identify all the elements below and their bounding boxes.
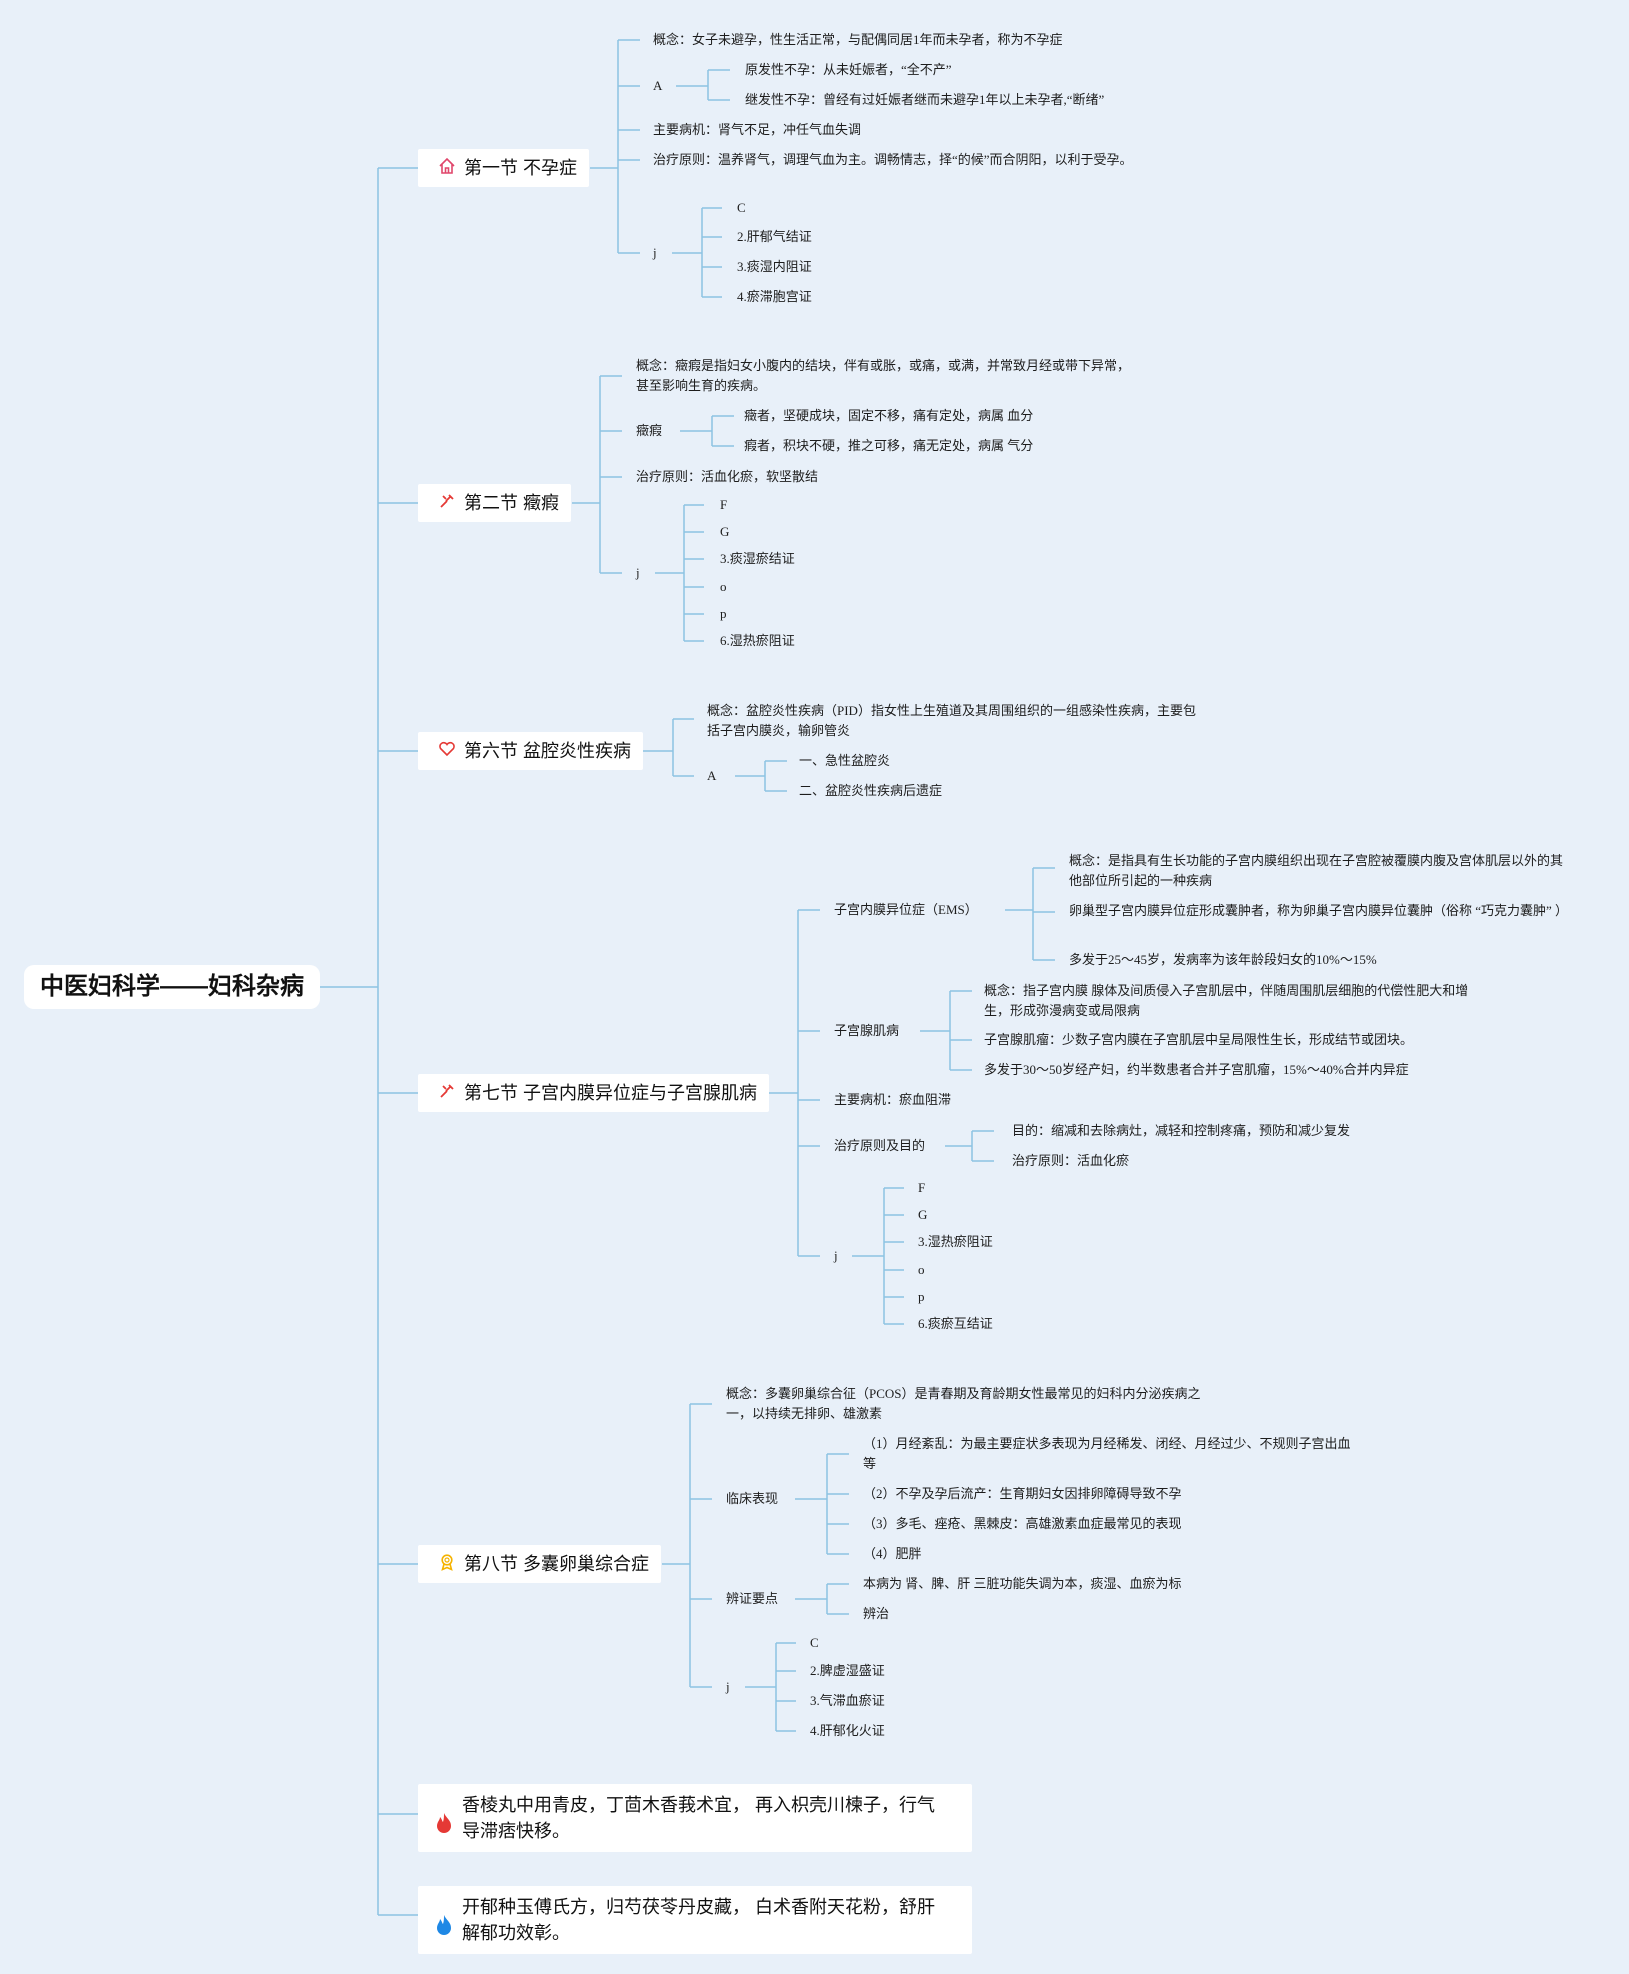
section-pcos[interactable]: 第八节 多囊卵巢综合症 [418,1545,661,1583]
topic-c3[interactable]: （3）多毛、痤疮、黑棘皮：高雄激素血症最常见的表现 [863,1516,1182,1531]
topic-j2[interactable]: G [720,524,730,539]
topic-concept[interactable]: 概念：女子未避孕，性生活正常，与配偶同居1年而未孕者，称为不孕症 [653,32,1063,47]
topic-ems[interactable]: 子宫内膜异位症（EMS） [834,902,978,917]
topic-mechanism[interactable]: 主要病机：瘀血阻滞 [834,1092,952,1107]
section-title: 第七节 子宫内膜异位症与子宫腺肌病 [464,1083,757,1103]
topic-treatment[interactable]: 治疗原则：活血化瘀，软坚散结 [636,469,819,484]
topic-j[interactable]: j [653,245,657,260]
topic-j3[interactable]: 3.湿热瘀阻证 [918,1234,993,1249]
topic-j4[interactable]: 4.瘀滞胞宫证 [737,289,812,304]
topic-adeno-age[interactable]: 多发于30～50岁经产妇，约半数患者合并子宫肌瘤，15%～40%合并内异症 [984,1062,1409,1077]
topic-acute-pid[interactable]: 一、急性盆腔炎 [799,753,891,768]
topic-ems-ovarian[interactable]: 卵巢型子宫内膜异位症形成囊肿者，称为卵巢子宫内膜异位囊肿（俗称 “巧克力囊肿” … [1069,903,1569,918]
topic-j6[interactable]: 6.湿热瘀阻证 [720,633,795,648]
topic-adenomyoma[interactable]: 子宫腺肌瘤：少数子宫内膜在子宫肌层中呈局限性生长，形成结节或团块。 [984,1032,1414,1047]
topic-adeno-concept[interactable]: 概念：指子宫内膜 腺体及间质侵入子宫肌层中，伴随周围肌层细胞的代偿性肥大和增生，… [984,983,1469,1018]
topic-clinical[interactable]: 临床表现 [726,1491,779,1506]
topic-j[interactable]: j [834,1248,838,1263]
topic-concept[interactable]: 概念：盆腔炎性疾病（PID）指女性上生殖道及其周围组织的一组感染性疾病，主要包括… [707,703,1196,738]
topic-j1[interactable]: F [720,497,728,512]
topic-j3[interactable]: 3.痰湿内阻证 [737,259,812,274]
tools-icon [436,1075,458,1113]
topic-primary-infertility[interactable]: 原发性不孕：从未妊娠者，“全不产” [745,62,952,77]
topic-c4[interactable]: （4）肥胖 [863,1546,922,1561]
topic-c2[interactable]: （2）不孕及孕后流产：生育期妇女因排卵障碍导致不孕 [863,1486,1182,1501]
section-title: 第二节 癥瘕 [464,493,560,513]
section-title: 第一节 不孕症 [464,158,578,178]
note-text: 香棱丸中用青皮，丁茴木香莪术宜， 再入枳壳川楝子，行气导滞痞快移。 [462,1795,935,1841]
note-xiangling-pill[interactable]: 香棱丸中用青皮，丁茴木香莪术宜， 再入枳壳川楝子，行气导滞痞快移。 [418,1784,972,1852]
topic-ems-concept[interactable]: 概念：是指具有生长功能的子宫内膜组织出现在子宫腔被覆膜内腹及宫体肌层以外的其他部… [1069,853,1564,888]
section-masses[interactable]: 第二节 癥瘕 [418,484,572,523]
topic-treat-goal[interactable]: 目的：缩减和去除病灶，减轻和控制疼痛，预防和减少复发 [1012,1123,1351,1138]
topic-j3[interactable]: 3.痰湿瘀结证 [720,551,795,566]
topic-mechanism[interactable]: 主要病机：肾气不足，冲任气血失调 [653,122,862,137]
tools-icon [436,485,458,523]
topic-treat-principle[interactable]: 治疗原则：活血化瘀 [1012,1153,1130,1168]
section-pid[interactable]: 第六节 盆腔炎性疾病 [418,732,644,771]
topic-adenomyosis[interactable]: 子宫腺肌病 [834,1023,900,1038]
topic-j2[interactable]: 2.脾虚湿盛证 [810,1663,885,1678]
section-title: 第八节 多囊卵巢综合症 [464,1554,649,1574]
topic-j5[interactable]: p [918,1289,925,1304]
topic-treatment[interactable]: 治疗原则：温养肾气，调理气血为主。调畅情志，择“的候”而合阴阳，以利于受孕。 [653,152,1133,167]
topic-a[interactable]: A [653,78,663,93]
topic-j2[interactable]: G [918,1207,928,1222]
note-kaiyu-zhongyu[interactable]: 开郁种玉傅氏方，归芍茯苓丹皮藏， 白术香附天花粉，舒肝解郁功效彰。 [418,1886,972,1954]
topic-concept[interactable]: 概念：癥瘕是指妇女小腹内的结块，伴有或胀，或痛，或满，并常致月经或带下异常，甚至… [636,358,1131,393]
topic-j4[interactable]: o [720,579,727,594]
flame-icon [434,1914,454,1943]
section-infertility[interactable]: 第一节 不孕症 [418,149,590,188]
topic-concept[interactable]: 概念：多囊卵巢综合征（PCOS）是青春期及育龄期女性最常见的妇科内分泌疾病之一，… [726,1386,1201,1421]
section-endometriosis[interactable]: 第七节 子宫内膜异位症与子宫腺肌病 [418,1074,769,1112]
topic-jia[interactable]: 瘕者，积块不硬，推之可移，痛无定处，病属 气分 [744,438,1034,453]
topic-differentiation[interactable]: 辨证要点 [726,1591,779,1606]
topic-c1[interactable]: （1）月经紊乱：为最主要症状多表现为月经稀发、闭经、月经过少、不规则子宫出血等 [863,1436,1351,1471]
house-icon [436,150,458,188]
topic-a[interactable]: A [707,768,717,783]
topic-j1[interactable]: C [810,1635,819,1650]
topic-j4[interactable]: o [918,1262,925,1277]
topic-j[interactable]: j [636,565,640,580]
topic-j2[interactable]: 2.肝郁气结证 [737,229,812,244]
topic-treatment[interactable]: 治疗原则及目的 [834,1138,926,1153]
topic-zheng[interactable]: 癥者，坚硬成块，固定不移，痛有定处，病属 血分 [744,408,1034,423]
fire-icon [434,1812,454,1841]
root-topic[interactable]: 中医妇科学——妇科杂病 [24,965,320,1009]
topic-pid-sequelae[interactable]: 二、盆腔炎性疾病后遗症 [799,783,943,798]
topic-j6[interactable]: 6.痰瘀互结证 [918,1316,993,1331]
topic-j5[interactable]: p [720,606,727,621]
award-icon [436,1546,458,1584]
heart-icon [436,733,458,771]
topic-j1[interactable]: F [918,1180,926,1195]
topic-j3[interactable]: 3.气滞血瘀证 [810,1693,885,1708]
topic-zhengjia[interactable]: 癥瘕 [636,423,663,438]
topic-j1[interactable]: C [737,200,746,215]
topic-secondary-infertility[interactable]: 继发性不孕：曾经有过妊娠者继而未避孕1年以上未孕者,“断绪” [745,92,1105,107]
section-title: 第六节 盆腔炎性疾病 [464,741,632,761]
topic-j[interactable]: j [726,1679,730,1694]
topic-ems-age[interactable]: 多发于25～45岁，发病率为该年龄段妇女的10%～15% [1069,952,1377,967]
topic-d2[interactable]: 辨治 [863,1606,890,1621]
topic-d1[interactable]: 本病为 肾、脾、肝 三脏功能失调为本，痰湿、血瘀为标 [863,1576,1182,1591]
topic-j4[interactable]: 4.肝郁化火证 [810,1723,885,1738]
note-text: 开郁种玉傅氏方，归芍茯苓丹皮藏， 白术香附天花粉，舒肝解郁功效彰。 [462,1897,935,1943]
